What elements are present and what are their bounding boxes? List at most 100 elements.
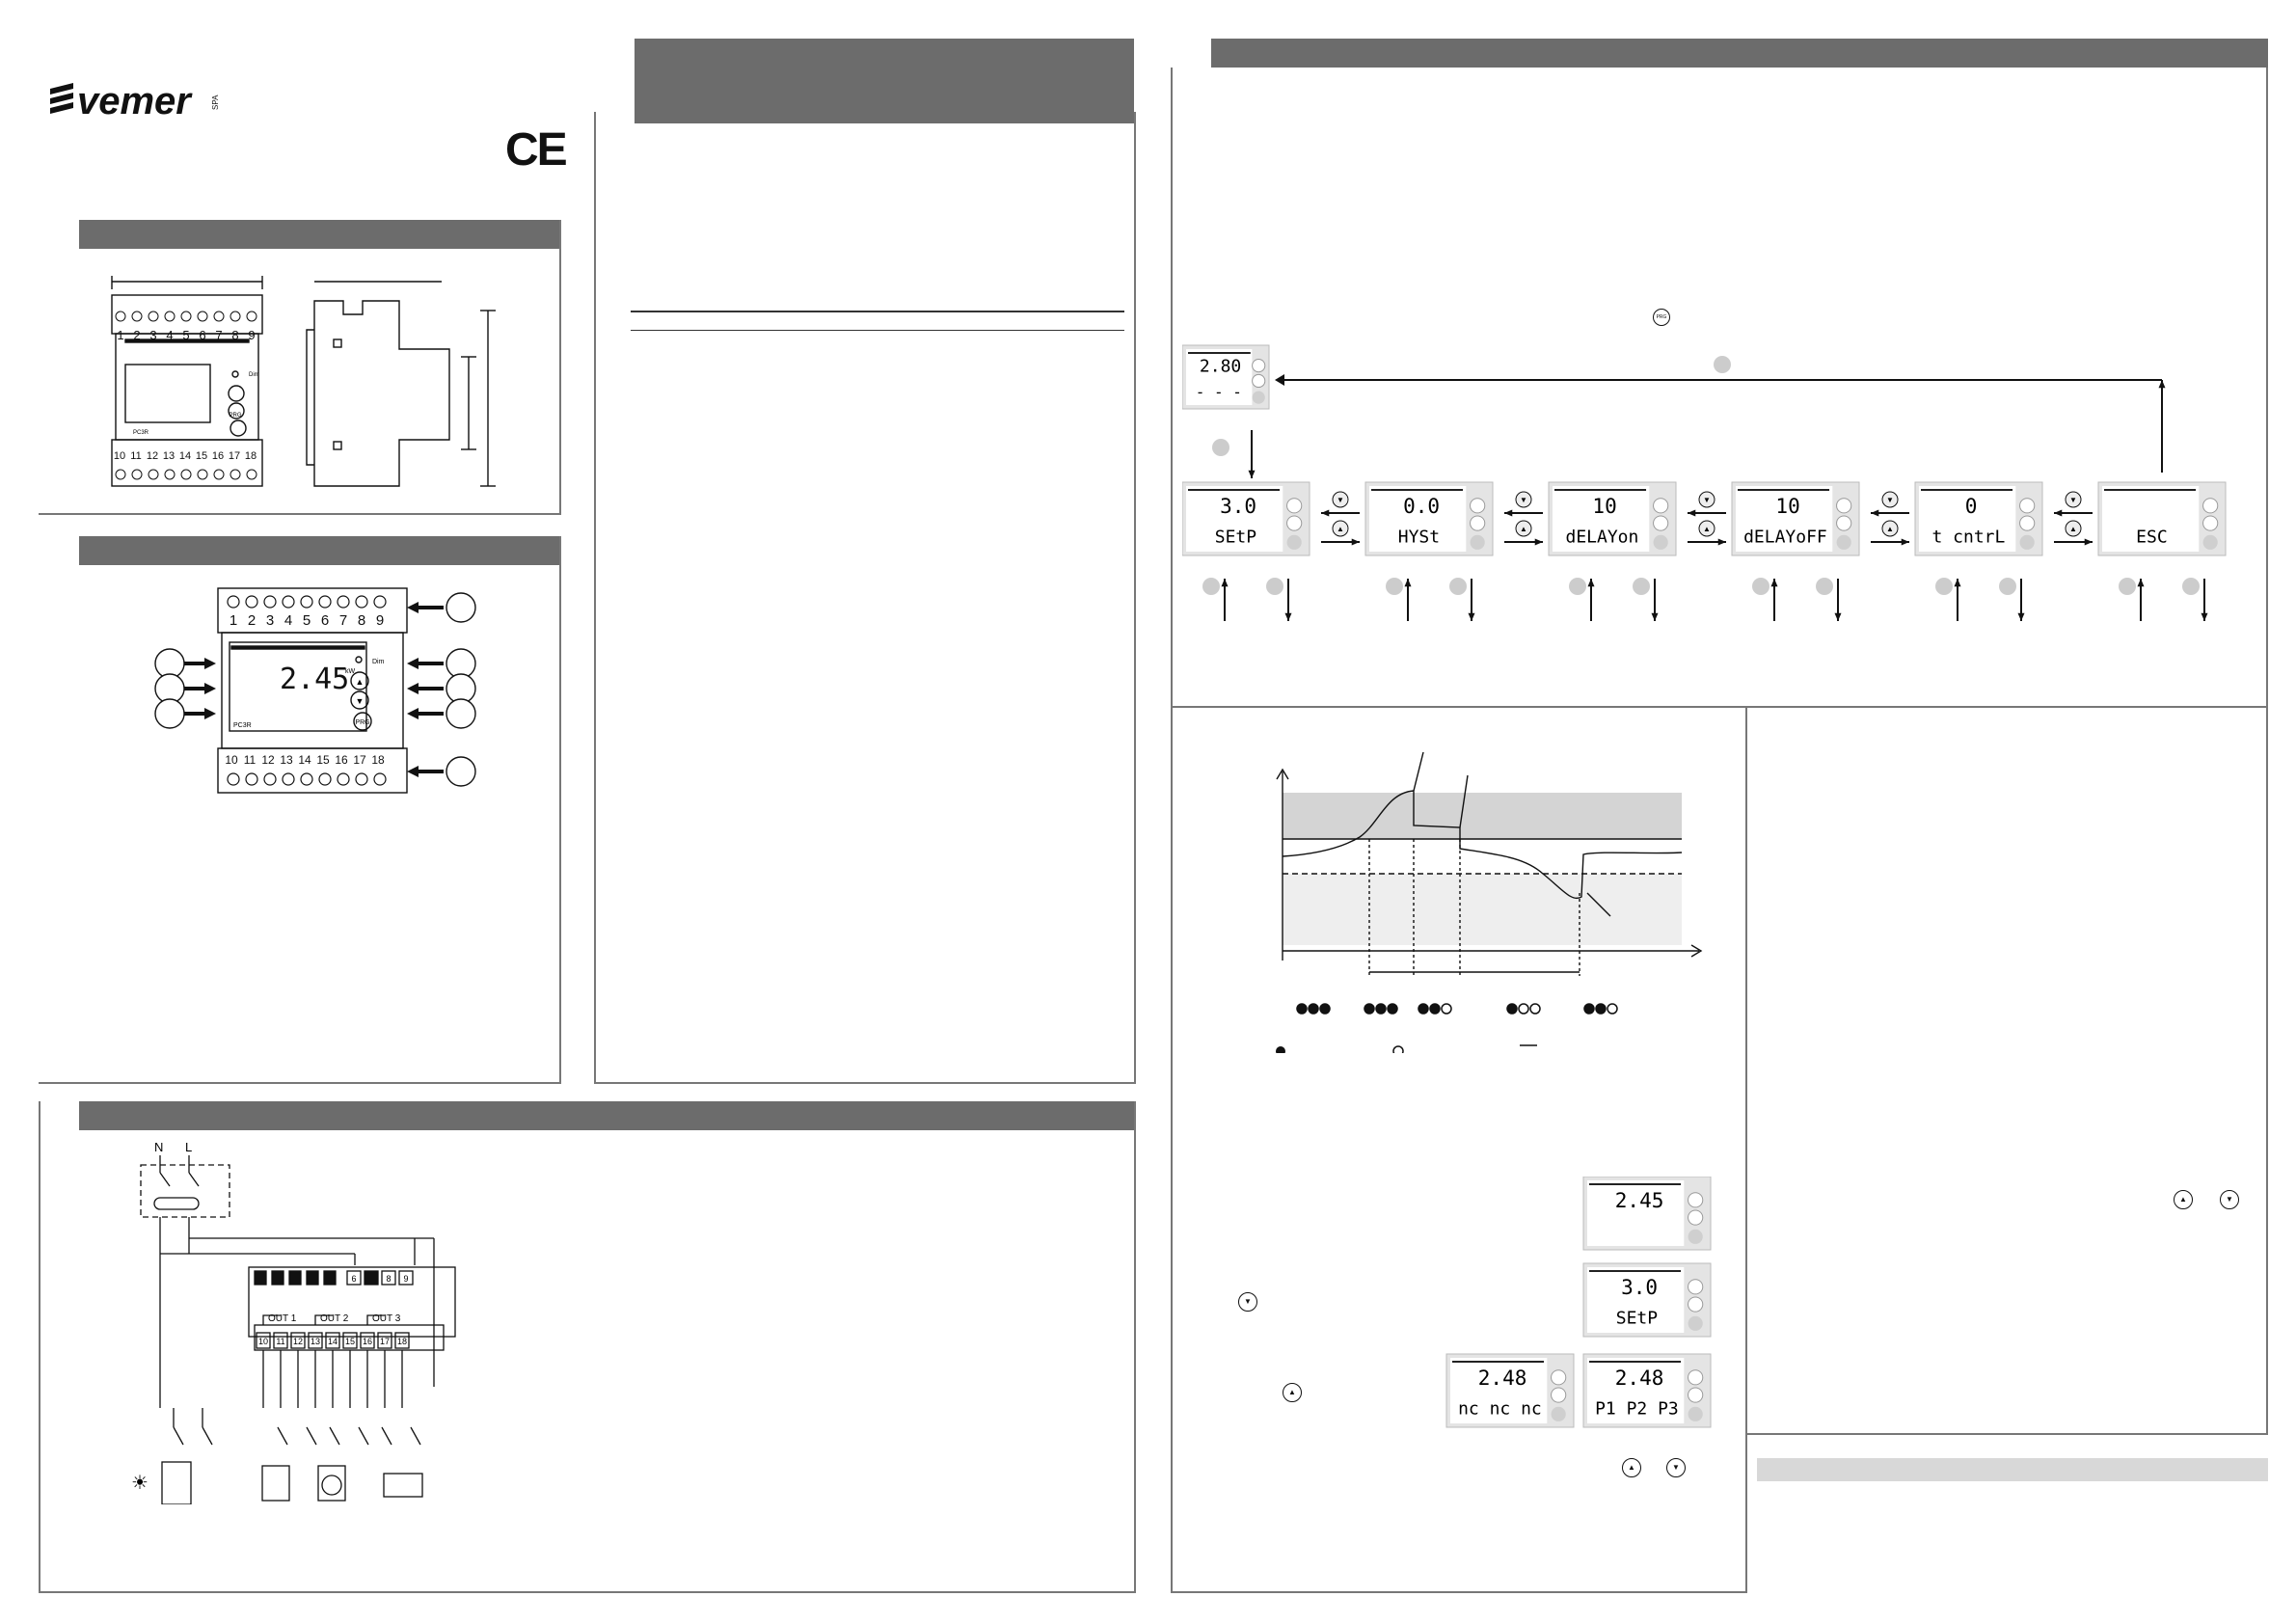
fp-terminal-3: 3 <box>266 612 274 629</box>
menu-home-display-label: - - - <box>1196 383 1242 401</box>
menu-item-up-arrow-5-head <box>1954 579 1961 587</box>
example-display-3-prg-button <box>1551 1406 1566 1421</box>
menu-item-display-2-label: HYSt <box>1398 527 1440 547</box>
state-dot-5-3 <box>1607 1003 1618 1015</box>
menu-nav-down-icon-5 <box>2065 491 2082 508</box>
menu-item-marker-b-4 <box>1816 578 1833 595</box>
wiring-terminal-10: 10 <box>258 1337 268 1346</box>
fp-terminal-6: 6 <box>321 612 329 629</box>
section-bar-title <box>635 39 1134 123</box>
logo-text: vemer <box>77 80 193 122</box>
wiring-n-label: N <box>154 1140 163 1154</box>
fp-terminal-18: 18 <box>371 753 385 767</box>
state-dot-3-2 <box>1429 1003 1441 1015</box>
fp-terminal-11: 11 <box>244 753 257 767</box>
example-display-2-value: 3.0 <box>1621 1276 1658 1299</box>
menu-item-display-4-down-button <box>1836 515 1852 531</box>
fp-terminal-8: 8 <box>358 612 365 629</box>
wiring-terminal-15: 15 <box>345 1337 355 1346</box>
menu-return-line-up-head <box>2158 380 2166 389</box>
example-display-3-value: 2.48 <box>1478 1367 1527 1390</box>
menu-nav-down-icon-4 <box>1881 491 1899 508</box>
section-bar-menu <box>1211 39 2268 68</box>
wiring-terminal-18: 18 <box>397 1337 407 1346</box>
menu-item-display-5-down-button <box>2019 515 2036 531</box>
menu-item-display-5-screen <box>1919 486 2016 552</box>
wiring-out1: OUT 1 <box>268 1313 297 1324</box>
menu-nav-fwd-5-head <box>2084 538 2093 546</box>
wiring-top-terminal-8: 8 <box>386 1274 391 1284</box>
fp-terminal-4: 4 <box>284 612 292 629</box>
down-button-icon: ▼ <box>1238 1292 1257 1312</box>
up-button-icon: ▲ <box>1283 1383 1302 1402</box>
dim-terminal-3: 3 <box>149 328 156 342</box>
menu-item-display-1-value: 3.0 <box>1220 495 1256 518</box>
dim-terminal-18: 18 <box>245 450 257 462</box>
fp-terminal-12: 12 <box>261 753 275 767</box>
fp-terminal-1: 1 <box>230 612 237 629</box>
section-bar-dimensions <box>79 220 559 249</box>
example-display-4-prg-button <box>1688 1406 1703 1421</box>
example-display-3-up-button <box>1551 1369 1567 1386</box>
menu-nav-back-2-head <box>1504 509 1513 517</box>
example-display-1-value: 2.45 <box>1615 1189 1664 1212</box>
wiring-terminal-11: 11 <box>276 1337 284 1346</box>
dim-terminal-6: 6 <box>199 328 205 342</box>
front-prg-label: PRG <box>355 719 369 726</box>
dim-terminal-7: 7 <box>215 328 222 342</box>
front-unit: kW <box>345 668 356 675</box>
menu-item-display-3-screen <box>1553 486 1650 552</box>
example-display-1-down-button <box>1688 1209 1704 1226</box>
dim-terminal-9: 9 <box>248 328 255 342</box>
state-dot-4-3 <box>1529 1003 1541 1015</box>
menu-nav-up-icon-3 <box>1698 520 1715 537</box>
menu-item-marker-a-5 <box>1935 578 1953 595</box>
menu-item-display-3-up-button <box>1653 498 1669 514</box>
menu-item-display-1-screen <box>1186 486 1283 552</box>
dim-terminal-17: 17 <box>229 450 240 462</box>
fp-terminal-14: 14 <box>298 753 311 767</box>
chart-band-low <box>1283 874 1682 945</box>
menu-item-up-arrow-2-head <box>1404 579 1412 587</box>
example-display-2-topline <box>1589 1270 1682 1272</box>
menu-item-display-5-label: t cntrL <box>1932 527 2006 547</box>
menu-nav-up-icon-1 <box>1332 520 1349 537</box>
menu-nav-up-icon-2 <box>1515 520 1532 537</box>
front-reading: 2.45 <box>280 663 349 696</box>
menu-home-display-prg-button <box>1252 391 1265 404</box>
menu-enter-arrow-head <box>1248 470 1256 478</box>
section-box-chart <box>1171 708 1747 1593</box>
menu-nav-up-glyph-4: ▲ <box>1886 525 1894 533</box>
fp-terminal-13: 13 <box>280 753 293 767</box>
wiring-l-label: L <box>185 1140 192 1154</box>
menu-item-display-1-label: SEtP <box>1215 527 1257 547</box>
menu-item-marker-b-2 <box>1449 578 1467 595</box>
menu-nav-down-icon-3 <box>1698 491 1715 508</box>
menu-item-display-3-label: dELAYon <box>1566 527 1639 547</box>
state-dot-3-3 <box>1441 1003 1452 1015</box>
example-display-1-screen <box>1587 1180 1685 1246</box>
example-display-1-prg-button <box>1688 1229 1703 1244</box>
example-display-1: 2.45 <box>1582 1176 1712 1251</box>
menu-nav-back-1-head <box>1321 509 1330 517</box>
menu-item-display-6-prg-button <box>2202 534 2218 550</box>
state-dot-4-2 <box>1518 1003 1529 1015</box>
front-panel-drawing: 1 2 3 4 5 6 7 8 9 10 11 12 13 14 15 16 1… <box>154 581 492 798</box>
front-dim-label: Dim <box>372 659 385 665</box>
wiring-top-terminal-6: 6 <box>351 1274 356 1284</box>
menu-item-display-6-screen <box>2102 486 2200 552</box>
menu-nav-down-icon-1 <box>1332 491 1349 508</box>
dim-terminal-2: 2 <box>133 328 140 342</box>
menu-item-display-2-topline <box>1371 489 1464 491</box>
menu-item-display-5-up-button <box>2019 498 2036 514</box>
menu-nav-fwd-1-head <box>1351 538 1360 546</box>
menu-nav-down-glyph-5: ▼ <box>2069 496 2077 504</box>
menu-item-marker-a-1 <box>1202 578 1220 595</box>
menu-step-marker-top <box>1714 356 1731 373</box>
